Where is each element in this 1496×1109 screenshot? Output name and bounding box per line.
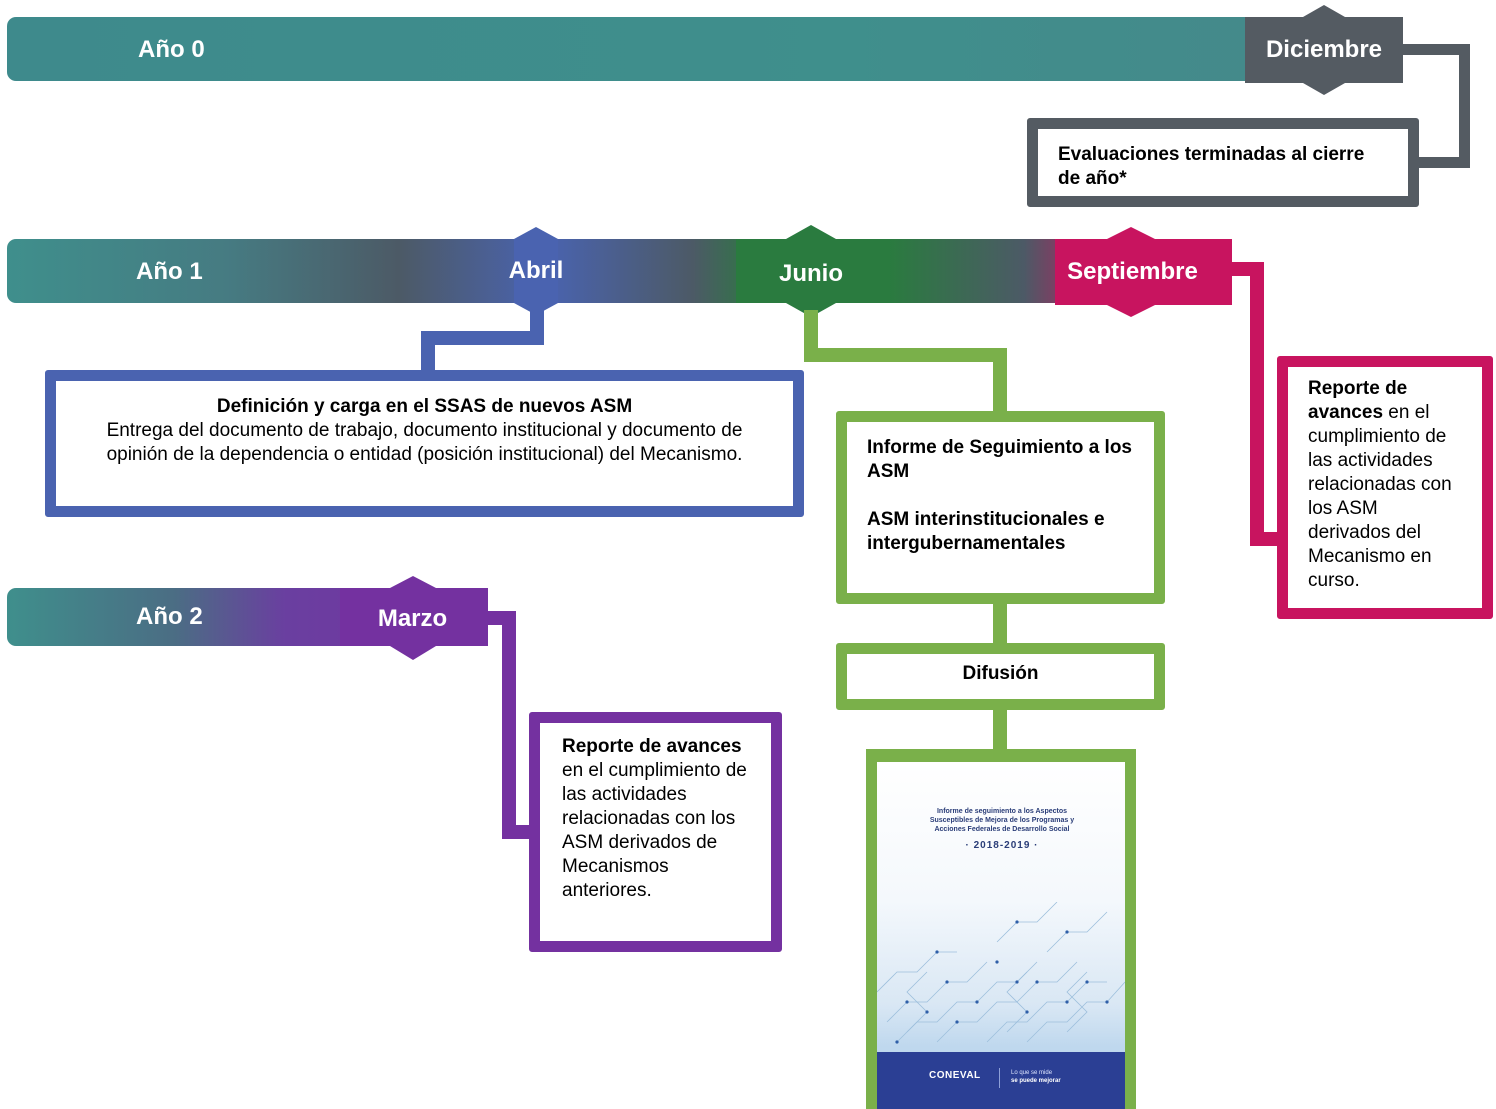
year0-connector-h1 <box>1400 44 1470 55</box>
abril-label: Abril <box>508 257 564 284</box>
cover-footer-divider <box>999 1068 1000 1088</box>
marzo-box-bold: Reporte de avances <box>562 736 742 757</box>
year1-timeline-bar <box>7 239 1232 303</box>
marzo-report-box: Reporte de avances en el cumplimiento de… <box>529 712 782 952</box>
report-cover: Informe de seguimiento a los Aspectos Su… <box>877 762 1125 1109</box>
septiembre-box-bold: Reporte de avances <box>1308 378 1408 423</box>
network-pattern-graphic <box>877 902 1125 1044</box>
abril-connector-v2 <box>421 331 435 373</box>
abril-marker <box>514 227 558 315</box>
septiembre-connector-v <box>1250 262 1264 546</box>
marzo-box-text: Reporte de avances en el cumplimiento de… <box>562 735 752 903</box>
year0-label: Año 0 <box>138 36 205 63</box>
year1-label: Año 1 <box>136 258 203 285</box>
septiembre-box-text: Reporte de avances en el cumplimiento de… <box>1308 377 1462 593</box>
septiembre-label: Septiembre <box>1067 258 1198 285</box>
abril-definition-box: Definición y carga en el SSAS de nuevos … <box>45 370 804 517</box>
marzo-connector-v <box>502 611 516 839</box>
coneval-logo: CONEVAL <box>929 1070 981 1081</box>
cover-tagline-2: se puede mejorar <box>1011 1078 1061 1084</box>
year0-connector-v <box>1459 44 1470 168</box>
report-cover-frame: Informe de seguimiento a los Aspectos Su… <box>866 749 1136 1109</box>
junio-report-box: Informe de Seguimiento a los ASM ASM int… <box>836 411 1165 604</box>
marzo-marker <box>340 576 488 660</box>
junio-connector-v4 <box>993 710 1007 752</box>
marzo-label: Marzo <box>377 605 448 632</box>
year2-label: Año 2 <box>136 603 203 630</box>
difusion-box: Difusión <box>836 643 1165 710</box>
junio-box-line2: ASM interinstitucionales e intergubernam… <box>867 509 1105 554</box>
abril-connector-h <box>421 331 544 345</box>
junio-marker <box>736 225 886 317</box>
abril-box-body: Entrega del documento de trabajo, docume… <box>106 420 743 465</box>
junio-label: Junio <box>779 260 843 287</box>
septiembre-box-rest: en el cumplimiento de las actividades re… <box>1308 402 1452 591</box>
year0-timeline-bar <box>7 17 1402 81</box>
report-cover-footer: CONEVAL Lo que se mide se puede mejorar <box>877 1052 1125 1109</box>
junio-connector-v3 <box>993 604 1007 646</box>
cover-tagline-1: Lo que se mide <box>1011 1070 1053 1076</box>
septiembre-report-box: Reporte de avances en el cumplimiento de… <box>1277 356 1493 619</box>
diciembre-marker <box>1245 5 1403 95</box>
junio-connector-v2 <box>993 348 1007 414</box>
marzo-connector-h2 <box>502 825 534 839</box>
septiembre-marker <box>1055 227 1232 317</box>
year0-connector-h2 <box>1412 157 1470 168</box>
marzo-box-rest: en el cumplimiento de las actividades re… <box>562 760 747 901</box>
difusion-label: Difusión <box>962 663 1039 684</box>
septiembre-connector-h2 <box>1250 532 1282 546</box>
year0-evaluations-text: Evaluaciones terminadas al cierre de año… <box>1058 144 1365 189</box>
report-cover-title: Informe de seguimiento a los Aspectos Su… <box>929 808 1075 833</box>
diciembre-label: Diciembre <box>1265 36 1383 63</box>
year0-evaluations-box: Evaluaciones terminadas al cierre de año… <box>1027 118 1419 207</box>
abril-box-title: Definición y carga en el SSAS de nuevos … <box>216 396 633 417</box>
junio-box-line1: Informe de Seguimiento a los ASM <box>867 437 1132 482</box>
junio-connector-h <box>804 348 1007 362</box>
report-cover-years: · 2018-2019 · <box>965 840 1039 851</box>
